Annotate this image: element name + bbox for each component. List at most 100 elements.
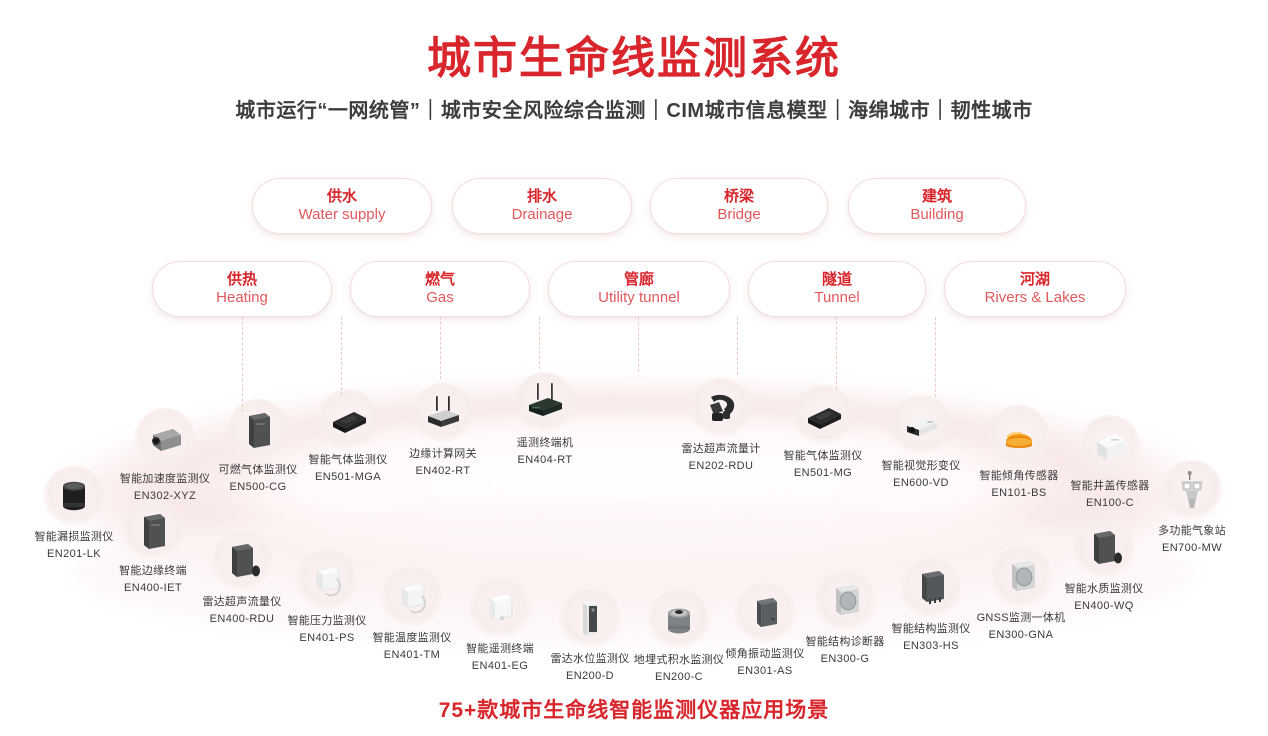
category-pill-label-cn: 供水 (326, 187, 357, 205)
device-model: EN300-GNA (988, 628, 1054, 641)
device-name: 雷达超声流量仪 (202, 596, 282, 608)
device-model: EN101-BS (991, 486, 1047, 499)
device-card-en101-bs[interactable]: 智能倾角传感器 EN101-BS (959, 405, 1079, 501)
device-caption: 智能遥测终端 EN401-EG (466, 642, 534, 674)
device-name: 智能温度监测仪 (372, 632, 452, 644)
device-model: EN201-LK (47, 547, 101, 560)
router-dark-icon (514, 372, 576, 434)
device-card-en400-wq[interactable]: 智能水质监测仪 EN400-WQ (1044, 518, 1164, 614)
disc-on-plate-icon (814, 571, 876, 633)
device-model: EN301-AS (737, 664, 793, 677)
device-model: EN401-EG (471, 659, 529, 672)
category-pill-label-cn: 隧道 (821, 270, 852, 288)
category-pill-label-cn: 供热 (226, 270, 257, 288)
device-card-en501-mga[interactable]: 智能气体监测仪 EN501-MGA (288, 389, 408, 485)
device-card-en401-eg[interactable]: 智能遥测终端 EN401-EG (440, 578, 560, 674)
device-name: 智能气体监测仪 (308, 454, 388, 466)
device-model: EN600-VD (893, 476, 949, 489)
connector-line (836, 317, 837, 389)
device-name: 雷达超声流量计 (681, 443, 761, 455)
device-name: 遥测终端机 (516, 437, 574, 449)
device-model: EN400-RDU (209, 612, 275, 625)
device-card-en600-vd[interactable]: 智能视觉形变仪 EN600-VD (861, 395, 981, 491)
device-name: 多功能气象站 (1158, 525, 1226, 537)
device-model: EN501-MG (793, 466, 853, 479)
category-pill-label-en: Utility tunnel (598, 288, 680, 306)
device-caption: 智能气体监测仪 EN501-MGA (308, 453, 387, 485)
slab-black-icon (792, 385, 854, 447)
device-caption: 智能水质监测仪 EN400-WQ (1064, 582, 1143, 614)
device-card-en404-rt[interactable]: 遥测终端机 EN404-RT (485, 372, 605, 468)
device-name: 可燃气体监测仪 (218, 464, 298, 476)
drum-metal-icon (648, 589, 710, 651)
device-card-en201-lk[interactable]: 智能漏损监测仪 EN201-LK (14, 466, 134, 562)
category-pill-label-en: Bridge (717, 205, 761, 223)
category-pill-label-en: Tunnel (814, 288, 860, 306)
disc-on-plate-icon (990, 547, 1052, 609)
camera-wedge-icon (890, 395, 952, 457)
device-card-en400-rdu[interactable]: 雷达超声流量仪 EN400-RDU (182, 531, 302, 627)
device-model: EN400-WQ (1074, 599, 1134, 612)
device-name: 智能遥测终端 (466, 643, 534, 655)
router-grey-icon (412, 383, 474, 445)
box-camera-icon (134, 408, 196, 470)
device-model: EN700-MW (1161, 541, 1223, 554)
weather-station-icon (1161, 460, 1223, 522)
slab-black-icon (317, 389, 379, 451)
device-card-en700-mw[interactable]: 多功能气象站 EN700-MW (1132, 460, 1252, 556)
category-pill-label-en: Building (910, 205, 964, 223)
category-pill-label-cn: 燃气 (424, 270, 455, 288)
device-caption: 雷达超声流量仪 EN400-RDU (202, 595, 281, 627)
box-terminal-icon (900, 558, 962, 620)
clamp-sensor-icon (690, 378, 752, 440)
device-model: EN401-TM (383, 648, 441, 661)
device-card-en401-tm[interactable]: 智能温度监测仪 EN401-TM (352, 567, 472, 663)
category-pill-label-cn: 排水 (526, 187, 557, 205)
device-caption: 智能漏损监测仪 EN201-LK (34, 530, 113, 562)
device-name: 智能倾角传感器 (979, 470, 1059, 482)
device-caption: 智能视觉形变仪 EN600-VD (881, 459, 960, 491)
box-upright-dark-icon (122, 500, 184, 562)
device-name: 边缘计算网关 (409, 448, 477, 460)
category-pill-label-en: Rivers & Lakes (984, 288, 1086, 306)
device-name: 智能视觉形变仪 (881, 460, 961, 472)
category-pill-label-cn: 河湖 (1019, 270, 1050, 288)
device-model: EN501-MGA (315, 470, 381, 483)
device-model: EN302-XYZ (133, 489, 197, 502)
cylinder-black-icon (43, 466, 105, 528)
device-name: 智能漏损监测仪 (34, 531, 114, 543)
device-model: EN404-RT (517, 453, 573, 466)
device-name: 智能水质监测仪 (1064, 583, 1144, 595)
device-name: 智能压力监测仪 (287, 615, 367, 627)
